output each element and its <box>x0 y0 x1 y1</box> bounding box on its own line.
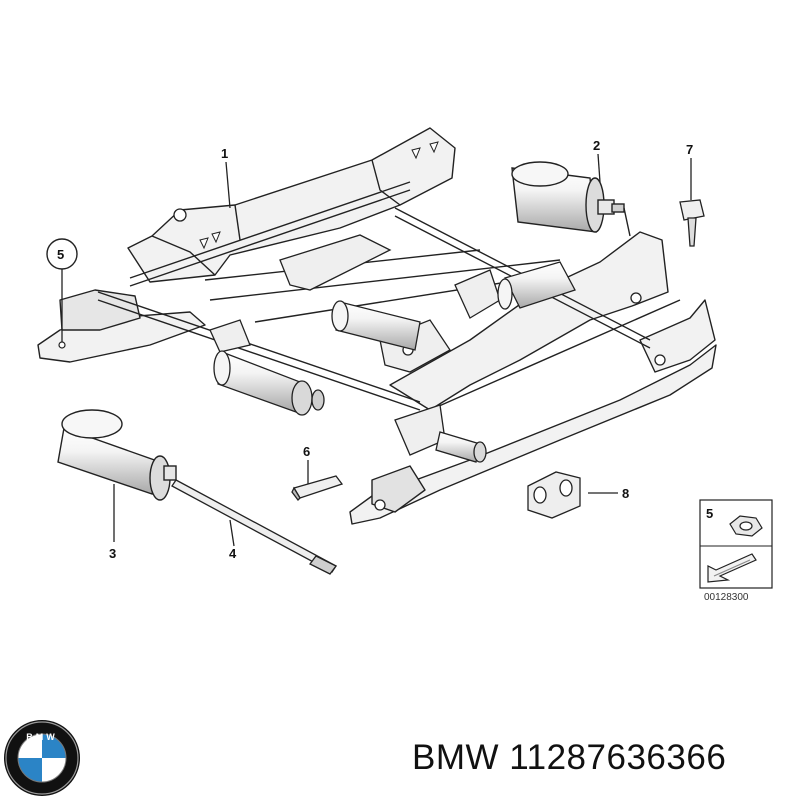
legend-number: 5 <box>706 506 713 521</box>
bracket-plate-part-8 <box>527 471 581 519</box>
frame-motor-right <box>497 261 576 310</box>
bmw-logo: BMW <box>4 720 80 796</box>
bolt-part-7 <box>679 199 705 247</box>
frame-brackets <box>173 208 666 511</box>
callout-7: 7 <box>686 142 693 157</box>
callout-4: 4 <box>229 546 237 561</box>
flex-shaft-part-4 <box>171 479 337 575</box>
callout-2: 2 <box>593 138 600 153</box>
legend-box: 5 <box>699 499 773 589</box>
legend-code: 00128300 <box>704 592 749 603</box>
callout-8: 8 <box>622 486 629 501</box>
frame-motor-left <box>213 350 325 416</box>
motor-part-3 <box>57 409 177 501</box>
clip-part-6 <box>291 475 344 501</box>
callout-5: 5 <box>57 247 64 262</box>
part-number-title: BMW 11287636366 <box>412 738 727 777</box>
hex-nut-icon <box>729 515 763 537</box>
callout-6: 6 <box>303 444 310 459</box>
frame-motor-center <box>331 300 421 351</box>
bmw-logo-letters: BMW <box>26 732 58 742</box>
frame-markings <box>199 141 439 250</box>
callout-1: 1 <box>221 146 228 161</box>
callout-3: 3 <box>109 546 116 561</box>
seat-frame-front-rail <box>349 231 717 525</box>
leader-lines <box>113 153 692 547</box>
drive-motor-part-2 <box>511 161 631 237</box>
arrow-icon <box>707 553 757 583</box>
frame-motor-front <box>435 431 487 463</box>
nut-marker-part-5 <box>46 238 78 349</box>
